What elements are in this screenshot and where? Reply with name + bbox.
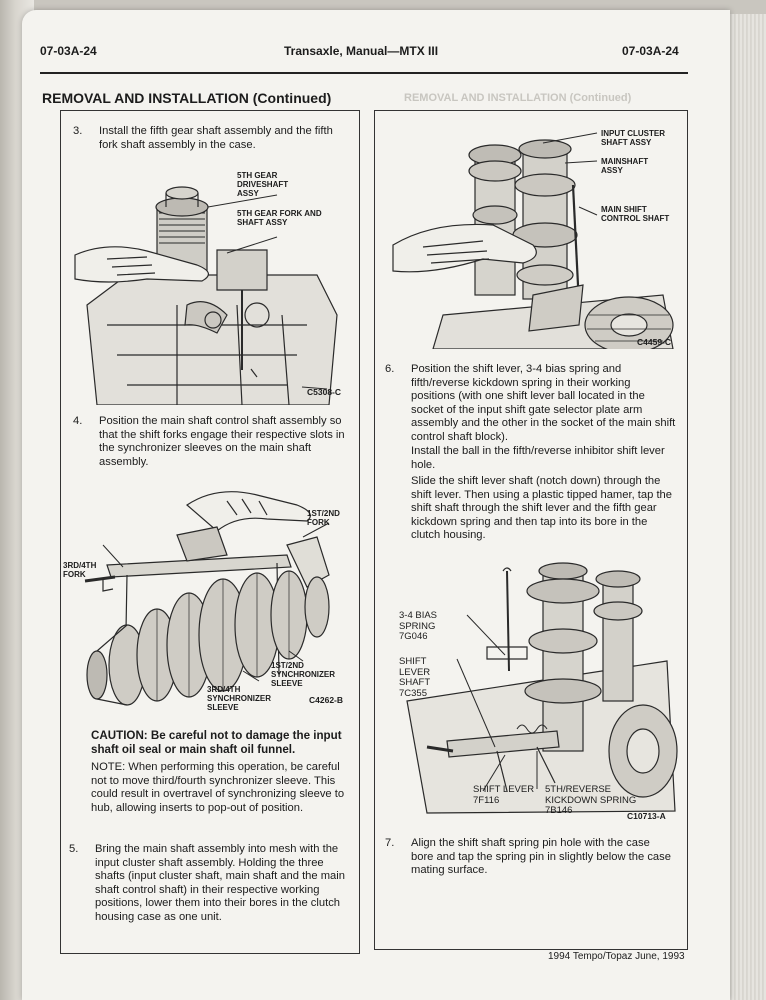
step-number: 6. bbox=[385, 363, 395, 375]
main-shaft-forks-illustration bbox=[84, 491, 330, 706]
callout-1st-2nd-fork: 1ST/2ND FORK bbox=[307, 509, 340, 527]
callout-kickdown-spring: 5TH/REVERSE KICKDOWN SPRING 7B146 bbox=[545, 784, 637, 816]
shaft-assemblies-illustration bbox=[392, 132, 674, 349]
fifth-gear-shaft-illustration bbox=[74, 186, 338, 405]
step-number: 4. bbox=[73, 415, 83, 427]
step-text: Install the fifth gear shaft assembly an… bbox=[99, 125, 333, 151]
step-text: Align the shift shaft spring pin hole wi… bbox=[411, 837, 671, 876]
step-number: 5. bbox=[69, 843, 79, 855]
callout-3rd-4th-fork: 3RD/4TH FORK bbox=[63, 561, 97, 579]
callout-shift-lever: SHIFT LEVER 7F116 bbox=[473, 784, 535, 806]
callout-5th-gear-fork: 5TH GEAR FORK AND SHAFT ASSY bbox=[237, 209, 322, 227]
page-number-left: 07-03A-24 bbox=[40, 44, 97, 58]
step-number: 7. bbox=[385, 837, 395, 849]
install-ball-text: Install the ball in the fifth/reverse in… bbox=[411, 445, 665, 471]
bleed-through-text: REMOVAL AND INSTALLATION (Continued) bbox=[404, 92, 632, 104]
figure-code: C5308-C bbox=[307, 387, 342, 397]
figure-code: C4262-B bbox=[309, 695, 344, 705]
section-title: REMOVAL AND INSTALLATION (Continued) bbox=[42, 90, 332, 106]
header-rule bbox=[40, 72, 688, 74]
callout-3rd-4th-sleeve: 3RD/4TH SYNCHRONIZER SLEEVE bbox=[207, 685, 272, 712]
shift-lever-springs-illustration bbox=[406, 562, 678, 814]
figure-code: C10713-A bbox=[627, 811, 666, 821]
callout-main-shift-control: MAIN SHIFT CONTROL SHAFT bbox=[601, 205, 670, 223]
page-number-right: 07-03A-24 bbox=[622, 44, 679, 58]
page-header-title: Transaxle, Manual—MTX III bbox=[284, 44, 439, 58]
manual-page: REMOVAL AND INSTALLATION (Continued) 07-… bbox=[22, 10, 730, 1000]
caution-text: CAUTION: Be careful not to damage the in… bbox=[91, 729, 342, 756]
step-text: Position the main shaft control shaft as… bbox=[99, 415, 345, 468]
callout-shift-lever-shaft: SHIFT LEVER SHAFT 7C355 bbox=[399, 656, 431, 699]
right-column-box: INPUT CLUSTER SHAFT ASSY MAINSHAFT ASSY … bbox=[374, 110, 688, 950]
figure-code: C4459-C bbox=[637, 337, 672, 347]
page-footer: 1994 Tempo/Topaz June, 1993 bbox=[548, 951, 685, 962]
step-text: Position the shift lever, 3-4 bias sprin… bbox=[411, 363, 676, 443]
callout-mainshaft: MAINSHAFT ASSY bbox=[601, 157, 649, 175]
left-column-box: 3. Install the fifth gear shaft assembly… bbox=[60, 110, 360, 954]
step-number: 3. bbox=[73, 125, 83, 137]
callout-3-4-bias-spring: 3-4 BIAS SPRING 7G046 bbox=[399, 610, 438, 642]
callout-1st-2nd-sleeve: 1ST/2ND SYNCHRONIZER SLEEVE bbox=[271, 661, 336, 688]
step-text: Bring the main shaft assembly into mesh … bbox=[95, 843, 345, 923]
slide-shaft-text: Slide the shift lever shaft (notch down)… bbox=[411, 475, 672, 541]
note-text: NOTE: When performing this operation, be… bbox=[91, 761, 345, 814]
callout-5th-gear-driveshaft: 5TH GEAR DRIVESHAFT ASSY bbox=[237, 171, 289, 198]
callout-input-cluster: INPUT CLUSTER SHAFT ASSY bbox=[601, 129, 665, 147]
